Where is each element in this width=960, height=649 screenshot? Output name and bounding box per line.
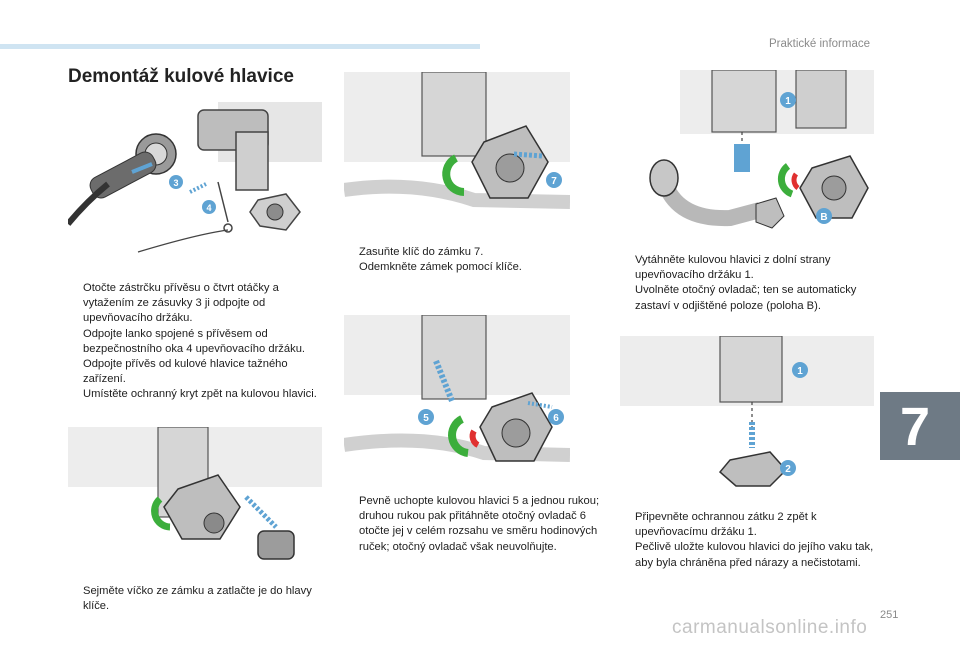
page-number: 251 [880, 609, 899, 621]
chapter-tab: 7 [880, 392, 960, 460]
page-title: Demontáž kulové hlavice [68, 66, 294, 87]
instruction-item: Odpojte přívěs od kulové hlavice tažného… [83, 358, 288, 386]
instruction-item: Otočte zástrčku přívěsu o čtvrt otáčky a… [83, 282, 279, 325]
instruction-item: Odpojte lanko spojené s přívěsem od bezp… [83, 327, 306, 355]
figure-label: 3 [173, 178, 178, 188]
instruction-item: Pečlivě uložte kulovou hlavici do jejího… [635, 541, 874, 569]
instructions-remove: Vytáhněte kulovou hlavici z dolní strany… [620, 253, 878, 314]
instruction-item: Vytáhněte kulovou hlavici z dolní strany… [635, 254, 831, 282]
figure-label: 1 [797, 366, 803, 377]
figure-key-insert: 7 [344, 72, 570, 238]
figure-label: 6 [553, 413, 559, 424]
instruction-item: Odemkněte zámek pomocí klíče. [359, 261, 522, 274]
figure-lock-cap [68, 427, 322, 575]
instruction-item: Uvolněte otočný ovladač; ten se automati… [635, 284, 857, 312]
figure-protective-cap: 1 2 [620, 336, 874, 496]
instruction-item: Připevněte ochrannou zátku 2 zpět k upev… [635, 511, 817, 539]
figure-ball-removal: 1 B [620, 70, 874, 238]
instruction-item: Umístěte ochranný kryt zpět na kulovou h… [83, 388, 317, 401]
instructions-store: Připevněte ochrannou zátku 2 zpět k upev… [620, 510, 878, 571]
header-band [0, 44, 480, 49]
figure-plug-disconnect: 3 4 [68, 102, 322, 274]
figure-label: 1 [785, 96, 791, 107]
instructions-turn: Pevně uchopte kulovou hlavici 5 a jednou… [344, 494, 602, 555]
instruction-item: Pevně uchopte kulovou hlavici 5 a jednou… [359, 495, 600, 553]
instructions-plug: Otočte zástrčku přívěsu o čtvrt otáčky a… [68, 281, 330, 403]
instructions-cap: Sejměte víčko ze zámku a zatlačte je do … [68, 584, 318, 614]
instruction-item: Sejměte víčko ze zámku a zatlačte je do … [83, 585, 312, 613]
figure-label: 2 [785, 464, 791, 475]
instructions-key: Zasuňte klíč do zámku 7. Odemkněte zámek… [344, 245, 584, 275]
chapter-number: 7 [900, 397, 931, 457]
figure-label: B [820, 212, 827, 223]
watermark: carmanualsonline.info [672, 617, 868, 638]
figure-label: 4 [206, 203, 211, 213]
section-title: Praktické informace [769, 38, 870, 50]
figure-label: 7 [551, 176, 557, 187]
figure-label: 5 [423, 413, 429, 424]
instruction-item: Zasuňte klíč do zámku 7. [359, 246, 484, 258]
figure-hold-turn: 5 6 [344, 315, 570, 485]
